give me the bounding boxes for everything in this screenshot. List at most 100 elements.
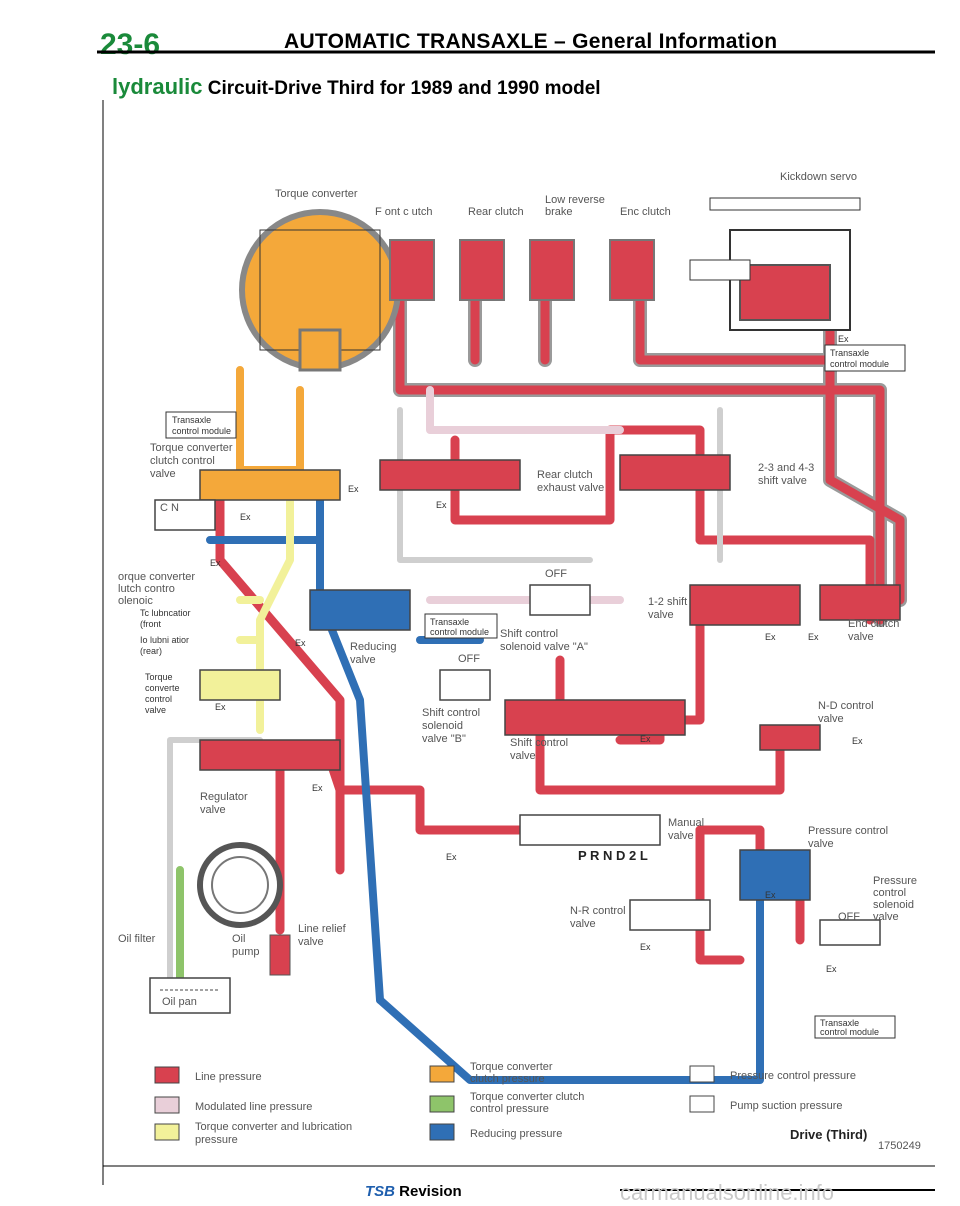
line-end-clutch — [635, 295, 835, 365]
tcm-box-mid — [424, 613, 498, 639]
rear-clutch-drum — [459, 239, 505, 301]
legend-tcc-1: Torque converter — [470, 1061, 553, 1073]
label-shift-2334-2: shift valve — [758, 475, 807, 487]
legend-swatch-lube — [154, 1123, 180, 1141]
low-reverse-brake — [529, 239, 575, 301]
label-shift-12-1: 1-2 shift — [648, 596, 687, 608]
label-end-clutch: Enc clutch — [620, 206, 671, 218]
line-to-manual — [325, 755, 525, 835]
clutch-drums — [389, 239, 655, 301]
footer: TSB Revision — [365, 1183, 462, 1200]
label-pc-sol-4: valve — [873, 911, 899, 923]
end-clutch-valve-body — [819, 584, 901, 621]
rear-clutch-exhaust-body — [379, 459, 521, 491]
footer-revision: Revision — [395, 1183, 462, 1200]
legend-mode: Drive (Third) — [790, 1127, 867, 1142]
label-cn: C N — [160, 502, 179, 514]
regulator-valve-body — [199, 739, 341, 771]
label-lube-rear-1: Io lubni atior — [140, 635, 189, 645]
label-low-reverse-2: brake — [545, 206, 573, 218]
pressure-control-solenoid-body — [819, 919, 881, 946]
torque-converter — [239, 209, 401, 372]
label-pc-sol-3: solenoid — [873, 899, 914, 911]
label-regulator-2: valve — [200, 804, 226, 816]
front-clutch-drum — [389, 239, 435, 301]
label-pressure-control-valve-1: Pressure control — [808, 825, 888, 837]
legend-swatch-reducing — [429, 1123, 455, 1141]
page-title: AUTOMATIC TRANSAXLE – General Informatio… — [284, 30, 778, 53]
label-shift-12-2: valve — [648, 609, 674, 621]
label-ex: Ex — [765, 890, 776, 900]
label-ex: Ex — [640, 734, 651, 744]
reducing-valve-body — [309, 589, 411, 631]
label-shift-sol-a-1: Shift control — [500, 628, 558, 640]
label-ex: Ex — [808, 632, 819, 642]
label-off-3: OFF — [838, 911, 860, 923]
tcm-box-bottom — [814, 1015, 896, 1039]
tcm-box-top-right — [824, 344, 906, 372]
label-lube-rear-2: (rear) — [140, 646, 162, 656]
label-nr-control-1: N-R control — [570, 905, 626, 917]
line-kickdown — [825, 325, 905, 605]
label-ex: Ex — [312, 783, 323, 793]
label-pc-sol-2: control — [873, 887, 906, 899]
label-shift-sol-b-3: valve "B" — [422, 733, 466, 745]
solenoid-a-body — [529, 584, 591, 616]
label-ex: Ex — [765, 632, 776, 642]
solenoid-b-body — [439, 669, 491, 701]
line-shift-control — [535, 715, 785, 795]
label-shift-control-1: Shift control — [510, 737, 568, 749]
legend-tcc-control-1: Torque converter clutch — [470, 1091, 584, 1103]
legend-tc-lube-1: Torque converter and lubrication — [195, 1121, 352, 1133]
label-tcm-left-1: Transaxle — [172, 415, 211, 425]
label-reducing-2: valve — [350, 654, 376, 666]
tcc-line-left — [236, 366, 304, 474]
manual-valve-body — [519, 814, 661, 846]
label-kickdown-servo: Kickdown servo — [780, 171, 857, 183]
nd-control-body — [759, 724, 821, 751]
shift-12-body — [689, 584, 801, 626]
component-labels: Torque converter F ont c utch Rear clutc… — [118, 171, 917, 1037]
oil-pump — [197, 842, 283, 928]
label-ex: Ex — [640, 942, 651, 952]
label-ex: Ex — [295, 638, 306, 648]
label-tcm-top-right-1: Transaxle — [830, 348, 869, 358]
label-oil-pump-2: pump — [232, 946, 260, 958]
modulated-line — [426, 386, 624, 434]
label-ex: Ex — [215, 702, 226, 712]
label-tcm-bottom-2: control module — [820, 1027, 879, 1037]
reducing-line-left — [316, 536, 384, 1004]
kickdown-servo — [689, 197, 861, 331]
label-torque-converter: Torque converter — [275, 188, 358, 200]
nr-control-body — [629, 899, 711, 931]
label-ex: Ex — [210, 558, 221, 568]
label-oil-filter: Oil filter — [118, 933, 156, 945]
legend-tcc-control-2: control pressure — [470, 1103, 549, 1115]
label-tcm-mid-2: control module — [430, 627, 489, 637]
label-ex: Ex — [446, 852, 457, 862]
diagram-subtitle: lydraulic Circuit-Drive Third for 1989 a… — [112, 74, 601, 100]
legend-pressure-control: Pressure control pressure — [730, 1070, 856, 1082]
page-number: 23-6 — [100, 28, 161, 61]
label-tcm-left-2: control module — [172, 426, 231, 436]
legend-line-pressure: Line pressure — [195, 1071, 262, 1083]
legend-swatch-pump-suction — [689, 1095, 715, 1113]
label-pressure-control-valve-2: valve — [808, 838, 834, 850]
oil-pan — [149, 977, 231, 1014]
watermark: carmanualsonline.info — [620, 1180, 835, 1205]
label-tc-control-2: converte — [145, 683, 180, 693]
legend-swatch-tcc-control — [429, 1095, 455, 1113]
label-shift-sol-b-1: Shift control — [422, 707, 480, 719]
legend-pump-suction: Pump suction pressure — [730, 1100, 843, 1112]
label-ex: Ex — [852, 736, 863, 746]
label-regulator-1: Regulator — [200, 791, 248, 803]
subtitle-text: Circuit-Drive Third for 1989 and 1990 mo… — [202, 78, 601, 99]
legend-swatch-line — [154, 1066, 180, 1084]
shift-2334-body — [619, 454, 731, 491]
label-manual-2: valve — [668, 830, 694, 842]
label-front-clutch: F ont c utch — [375, 206, 432, 218]
label-lube-front-1: Tc lubncatior — [140, 608, 191, 618]
label-line-relief-1: Line relief — [298, 923, 347, 935]
label-tcm-bottom-1: Transaxle — [820, 1018, 859, 1028]
legend-tc-lube-2: pressure — [195, 1134, 238, 1146]
